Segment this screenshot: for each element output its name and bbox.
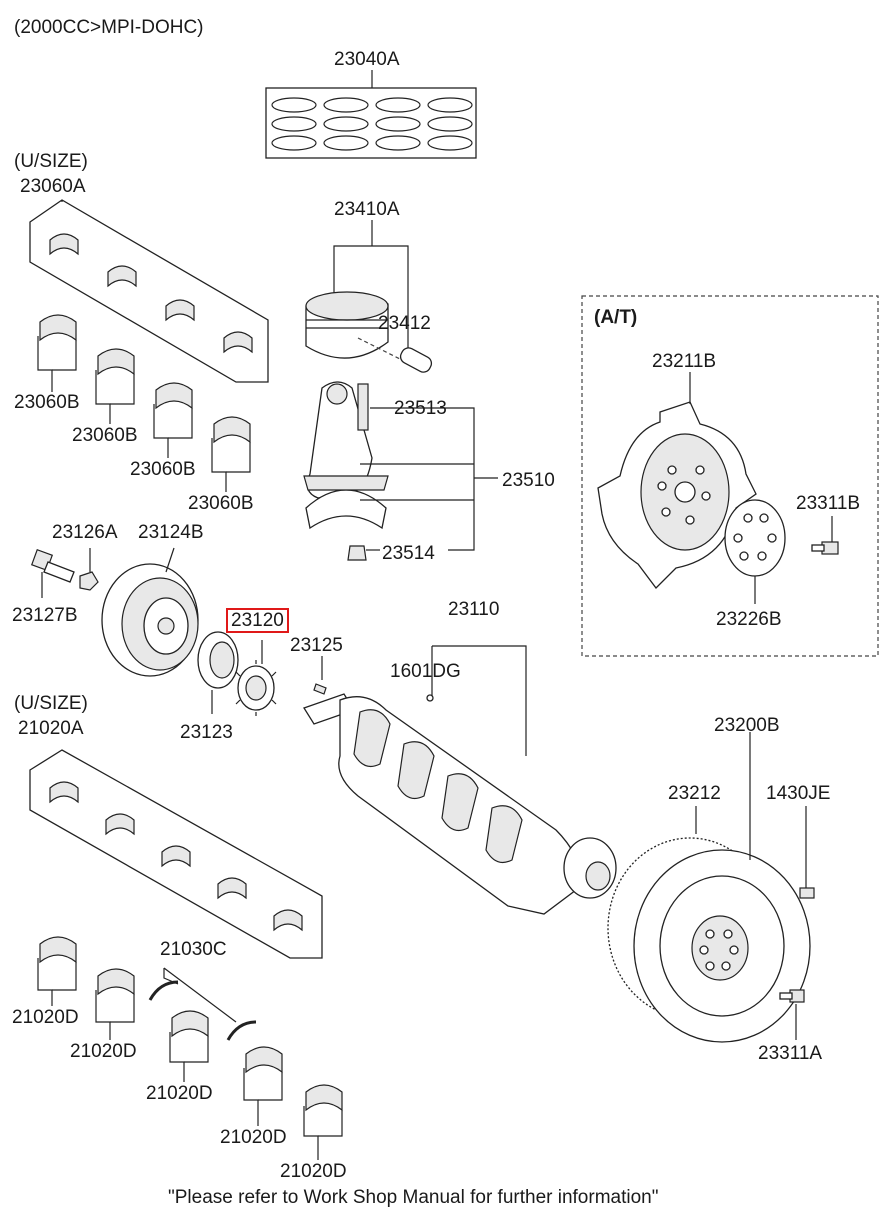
part-number-21020D-5[interactable]: 21020D: [280, 1161, 347, 1182]
flywheel-bolt[interactable]: [779, 989, 805, 1040]
part-number-23060B-1[interactable]: 23060B: [14, 392, 80, 413]
part-number-23513[interactable]: 23513: [394, 398, 447, 419]
part-number-1601DG[interactable]: 1601DG: [390, 661, 461, 682]
part-number-23510[interactable]: 23510: [502, 470, 555, 491]
drive-plate[interactable]: [597, 372, 757, 589]
part-number-23514[interactable]: 23514: [382, 543, 435, 564]
upper-bearing-leaders: [37, 336, 251, 492]
part-number-23060A[interactable]: 23060A: [20, 176, 86, 197]
pulley-washer[interactable]: [79, 548, 99, 591]
piston-assembly[interactable]: [305, 220, 434, 375]
part-number-21030C[interactable]: 21030C: [160, 939, 227, 960]
crankshaft[interactable]: [303, 645, 617, 915]
crank-bolt[interactable]: [30, 548, 75, 598]
piston-ring-set[interactable]: [265, 70, 477, 159]
auto-transmission-note: (A/T): [594, 307, 638, 328]
lower-bearing-leaders: [37, 958, 343, 1160]
part-number-23125[interactable]: 23125: [290, 635, 343, 656]
part-number-23200B[interactable]: 23200B: [714, 715, 780, 736]
part-number-21020D-4[interactable]: 21020D: [220, 1127, 287, 1148]
part-number-23127B[interactable]: 23127B: [12, 605, 78, 626]
part-number-23040A[interactable]: 23040A: [334, 49, 400, 70]
part-number-23311A[interactable]: 23311A: [758, 1043, 823, 1064]
part-number-23060B-4[interactable]: 23060B: [188, 493, 254, 514]
crank-washer-plate[interactable]: [197, 631, 239, 714]
connecting-rod[interactable]: [303, 381, 389, 561]
undersize-note-upper: (U/SIZE): [14, 151, 88, 172]
part-number-23120-highlighted[interactable]: 23120: [226, 608, 289, 633]
part-number-23412[interactable]: 23412: [378, 313, 431, 334]
crankshaft-pulley[interactable]: [101, 547, 199, 677]
lower-bearing-set[interactable]: [29, 749, 323, 959]
thrust-washers[interactable]: [148, 967, 257, 1041]
flywheel-assembly[interactable]: [607, 732, 815, 1043]
part-number-23226B[interactable]: 23226B: [716, 609, 782, 630]
part-number-23060B-3[interactable]: 23060B: [130, 459, 196, 480]
undersize-note-lower: (U/SIZE): [14, 693, 88, 714]
part-number-21020D-2[interactable]: 21020D: [70, 1041, 137, 1062]
conrod-leaders: [360, 407, 498, 551]
at-group-box: [581, 295, 879, 657]
crank-key[interactable]: [313, 656, 327, 695]
part-number-1430JE[interactable]: 1430JE: [766, 783, 831, 804]
part-number-21020D-3[interactable]: 21020D: [146, 1083, 213, 1104]
part-number-23212[interactable]: 23212: [668, 783, 721, 804]
part-number-23311B[interactable]: 23311B: [796, 493, 861, 514]
part-number-23123[interactable]: 23123: [180, 722, 233, 743]
flexplate-bolt[interactable]: [811, 516, 839, 555]
part-number-23410A[interactable]: 23410A: [334, 199, 400, 220]
part-number-23211B[interactable]: 23211B: [652, 351, 717, 372]
part-number-23060B-2[interactable]: 23060B: [72, 425, 138, 446]
footer-note: "Please refer to Work Shop Manual for fu…: [168, 1187, 659, 1208]
part-number-23110[interactable]: 23110: [448, 599, 500, 620]
part-number-23124B[interactable]: 23124B: [138, 522, 204, 543]
crankshaft-sprocket[interactable]: [235, 640, 277, 716]
engine-spec-header: (2000CC>MPI-DOHC): [14, 17, 204, 38]
upper-bearing-set[interactable]: [29, 199, 269, 383]
part-number-23126A[interactable]: 23126A: [52, 522, 118, 543]
part-number-21020A[interactable]: 21020A: [18, 718, 84, 739]
part-number-21020D-1[interactable]: 21020D: [12, 1007, 79, 1028]
adapter-plate[interactable]: [724, 499, 786, 604]
